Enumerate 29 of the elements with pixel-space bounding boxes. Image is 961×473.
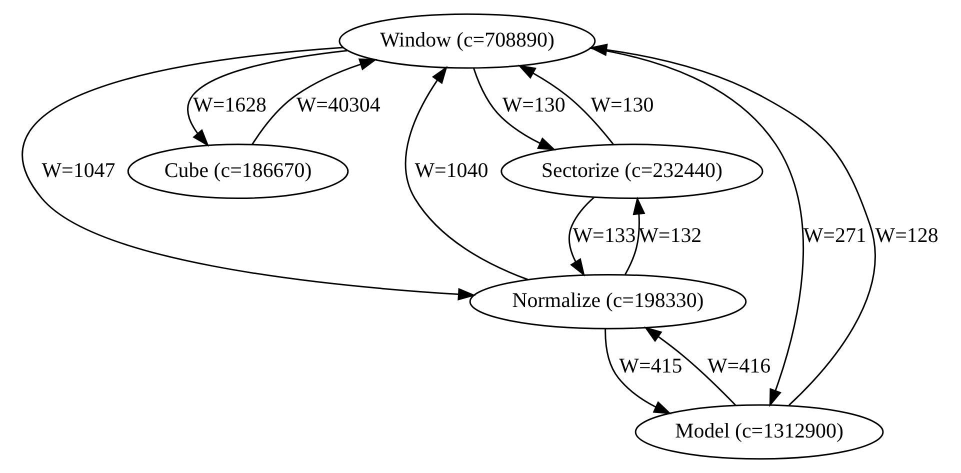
arrow	[404, 66, 528, 280]
node-ellipse: Model (c=1312900)	[634, 404, 884, 460]
edge-label: W=1047	[42, 158, 116, 182]
arrow	[604, 328, 672, 414]
edge-label: W=1040	[414, 158, 488, 182]
edge-label: W=416	[708, 353, 771, 378]
node-ellipse: Window (c=708890)	[338, 13, 596, 69]
node-ellipse: Cube (c=186670)	[127, 144, 349, 200]
edge-label: W=133	[572, 223, 636, 248]
edge-label: W=1628	[193, 92, 267, 117]
arrow	[518, 64, 614, 145]
arrow	[568, 196, 595, 277]
edge-label: W=132	[638, 223, 702, 248]
arrow	[22, 46, 476, 301]
edge-label: W=40304	[296, 92, 380, 117]
edge-label: W=128	[875, 223, 938, 248]
edge-label: W=130	[590, 92, 654, 117]
arrow	[252, 58, 378, 145]
node-ellipse: Sectorize (c=232440)	[500, 144, 764, 200]
arrow	[590, 47, 804, 408]
edge-label: W=415	[619, 353, 682, 378]
edge-label: W=271	[803, 223, 866, 248]
node-ellipse: Normalize (c=198330)	[469, 274, 747, 330]
arrow	[589, 44, 876, 406]
arrow	[473, 68, 556, 150]
arrow	[624, 196, 646, 275]
edge-label: W=130	[502, 92, 566, 117]
arrow	[187, 50, 348, 147]
arrow	[644, 326, 736, 406]
